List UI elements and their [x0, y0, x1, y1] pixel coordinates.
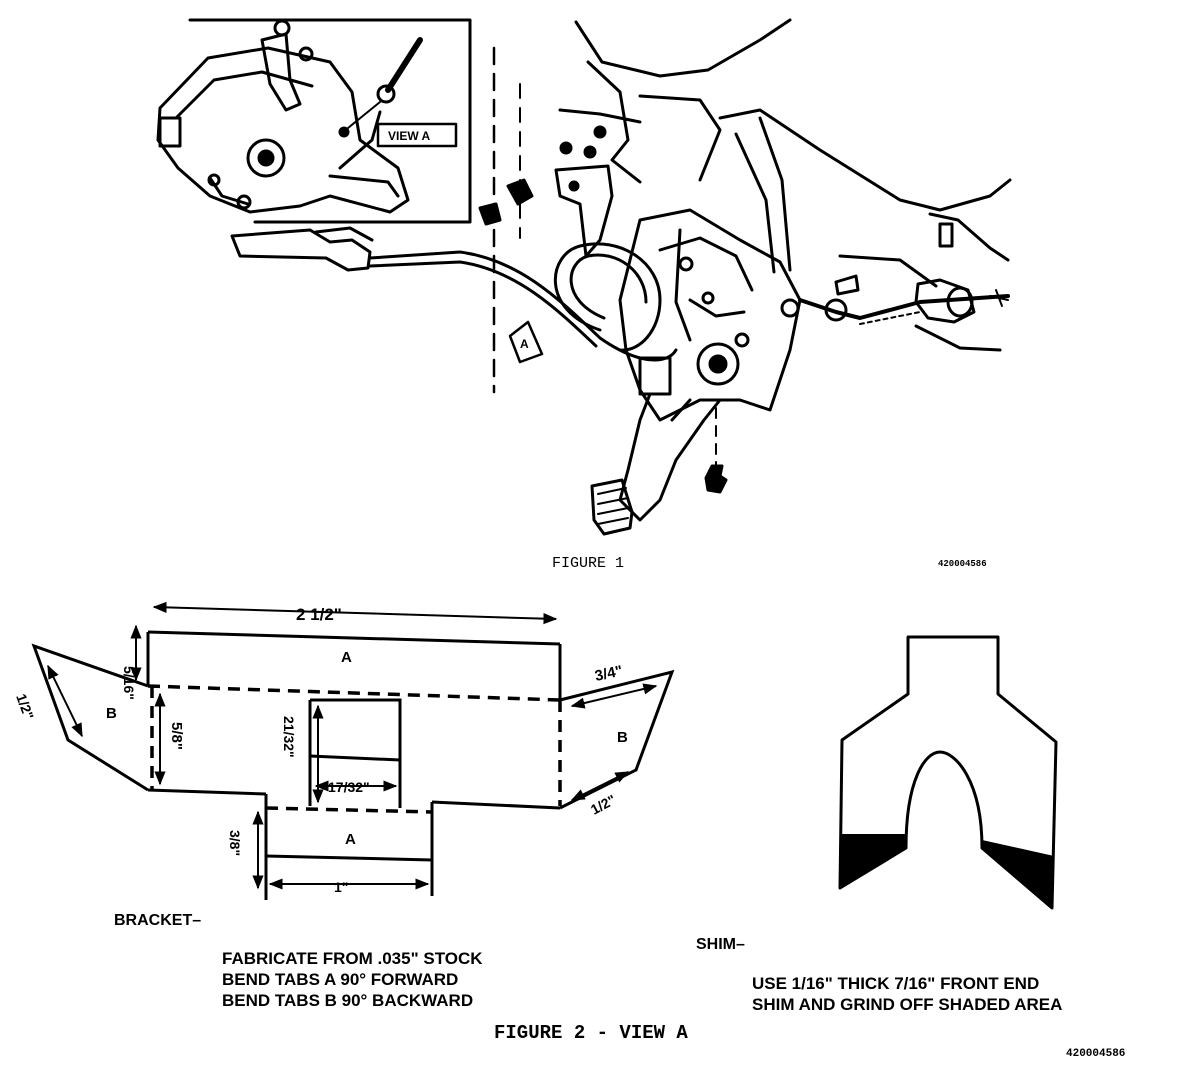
figure2-part-number: 420004586	[1066, 1048, 1125, 1060]
dim-arrow-left-tab-width	[47, 664, 83, 738]
figure1-part-number: 420004586	[938, 559, 987, 569]
dim-left-tab-width: 1/2"	[13, 692, 37, 722]
dim-left-tab-height: 5/8"	[168, 722, 185, 750]
bracket-title: BRACKET–	[114, 912, 201, 929]
view-a-tag: VIEW A	[388, 129, 431, 143]
right-tab-b	[559, 669, 675, 810]
figure1-illustration	[156, 18, 1012, 536]
bracket-instruction-3: BEND TABS B 90° BACKWARD	[222, 991, 473, 1010]
dim-arrow-right-tab-top	[570, 683, 658, 709]
figure2-caption: FIGURE 2 - VIEW A	[494, 1022, 688, 1044]
dim-width: 2 1/2"	[296, 605, 342, 624]
dim-window-width: 17/32"	[328, 779, 370, 795]
dim-right-tab-bottom: 1/2"	[588, 791, 619, 817]
dim-arrow-width	[152, 601, 558, 625]
dim-arrow-right-tab-bottom	[570, 771, 630, 801]
bracket-instruction-2: BEND TABS A 90° FORWARD	[222, 970, 458, 989]
shim-instruction-2: SHIM AND GRIND OFF SHADED AREA	[752, 995, 1062, 1014]
dim-right-tab-top: 3/4"	[593, 662, 624, 684]
view-a-inset	[156, 18, 472, 224]
shim-instruction-1: USE 1/16" THICK 7/16" FRONT END	[752, 974, 1039, 993]
dim-top-tab: 5/16"	[121, 666, 137, 700]
shim-shaded-right	[982, 840, 1054, 908]
shim-drawing	[838, 635, 1058, 910]
figure1-caption: FIGURE 1	[552, 555, 624, 572]
dim-bottom-tab-width: 1"	[334, 879, 348, 895]
top-tab-edge	[147, 630, 561, 646]
bracket-drawing: 2 1/2" 5/16" 1/2" 5/8" 3/4" 1/2" 21/32" …	[13, 601, 675, 900]
label-tab-b-left: B	[106, 705, 117, 722]
pointer-label-a: A	[520, 337, 529, 351]
dim-window-height: 21/32"	[281, 716, 297, 758]
shim-outline	[838, 635, 1058, 910]
bracket-instruction-1: FABRICATE FROM .035" STOCK	[222, 949, 483, 968]
dim-bottom-tab-height: 3/8"	[227, 830, 243, 856]
label-tab-a-bottom: A	[345, 831, 356, 848]
shim-shaded-left	[840, 834, 906, 888]
shim-title: SHIM–	[696, 936, 745, 953]
label-tab-b-right: B	[617, 729, 628, 746]
label-tab-a-top: A	[341, 649, 352, 666]
